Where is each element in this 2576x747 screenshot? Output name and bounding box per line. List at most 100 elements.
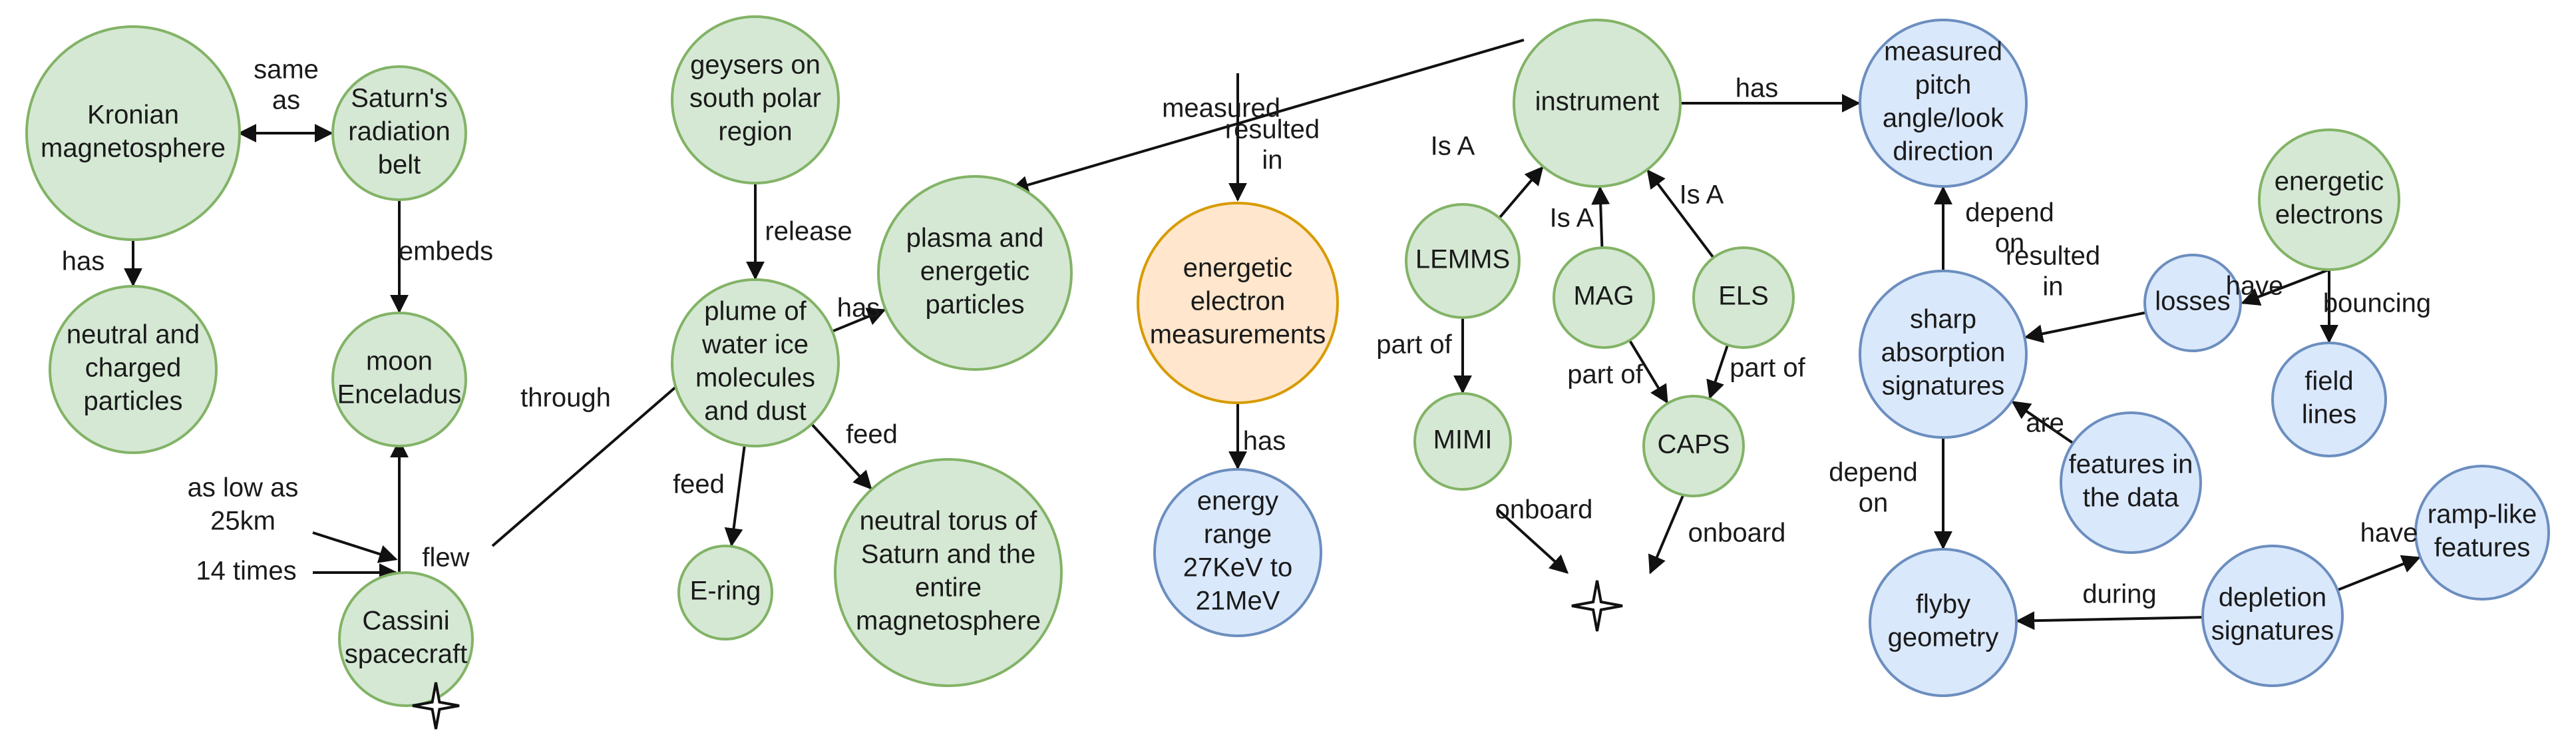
edge-label-line: onboard [1688,519,1786,548]
node-label-line: region [718,117,792,146]
edge-label: onboard [1688,519,1786,548]
annotation-text-line: 14 times [196,557,296,586]
node-lemms: LEMMS [1405,203,1521,319]
edge-label-line: part of [1376,330,1452,360]
node-depletion: depletion signatures [2201,545,2344,687]
node-label-line: MIMI [1433,425,1493,455]
edge-lemms-to-instrument [1498,166,1544,219]
node-label: MIMI [1433,425,1493,455]
edge-depletion-to-ramp [2336,555,2421,592]
node-circle [671,278,840,447]
node-label-line: Enceladus [337,380,462,409]
edge-label-line: bouncing [2323,289,2431,318]
node-label-line: the data [2083,483,2179,513]
node-label-line: particles [926,290,1025,320]
edge-label: has [1736,74,1779,103]
star2-icon [1571,580,1623,632]
node-label-line: geysers on [690,51,821,80]
edge-electrons-to-losses [2241,268,2330,306]
node-label-line: signatures [1882,372,2005,401]
node-label-line: ELS [1718,282,1769,311]
edge-label-line: resulted [1225,115,1320,144]
node-label-line: range [1204,520,1272,549]
node-circle [671,15,840,184]
node-label-line: losses [2155,287,2230,316]
node-circle [1405,203,1521,319]
node-label-line: charged [85,354,182,383]
edge-label-line: embeds [399,237,493,266]
node-label: MAG [1573,282,1634,311]
node-circle [2201,545,2344,687]
node-label-line: plume of [704,297,807,326]
edge-label: has [837,294,880,323]
node-label-line: particles [84,387,183,416]
edge-label-line: as [272,86,300,115]
node-label-line: energetic [2275,167,2384,196]
node-circle [2143,254,2242,352]
node-label-line: energy [1197,487,1278,516]
node-els: ELS [1692,246,1795,349]
node-circle [1413,392,1512,491]
node-label-line: and dust [704,397,806,426]
edge-label-line: depend [1829,458,1917,487]
node-label-line: depletion [2219,583,2326,613]
edge-label-line: have [2226,272,2284,301]
node-label: E-ring [690,577,761,606]
edge-label-line: through [520,383,611,413]
node-label-line: Saturn and the [861,540,1035,569]
edge-cassini-to-plume [491,372,694,547]
edge-depletion-to-flyby [2016,611,2203,630]
edge-label-line: have [2360,519,2418,548]
node-label-line: CAPS [1658,430,1730,459]
node-label: ramp-like features [2428,500,2537,563]
node-instrument: instrument [1513,19,1682,188]
node-label-line: electrons [2275,200,2383,230]
annotation-text: 14 times [196,557,296,586]
node-circle [1692,246,1795,349]
edge-label: Is A [1431,132,1475,161]
node-circle [1153,468,1322,637]
node-label-line: measured [1884,37,2002,67]
node-label-line: south polar [689,84,821,113]
node-mimi: MIMI [1413,392,1512,491]
node-label: losses [2155,287,2230,316]
node-caps: CAPS [1642,395,1745,497]
node-label-line: pitch [1915,71,1972,100]
node-label-line: signatures [2211,617,2334,646]
edge-label: feed [846,420,898,449]
edge-losses-to-sharp [2024,311,2146,344]
node-label-line: water ice [701,330,809,360]
edge-label: part of [1376,330,1452,360]
node-label-line: belt [378,150,421,180]
edge-label: flew [422,543,469,573]
node-label-line: features [2434,533,2531,563]
node-label: energetic electrons [2275,167,2384,230]
edge-label: Is A [1680,180,1724,210]
edge-label-line: depend [1965,198,2054,228]
node-label-line: LEMMS [1415,245,1510,274]
edge-label: have [2360,519,2418,548]
node-label-line: absorption [1881,338,2006,368]
node-label: LEMMS [1415,245,1510,274]
node-circle [1137,202,1339,404]
node-label-line: direction [1893,137,1993,166]
node-geysers: geysers on south polar region [671,15,840,184]
edge-caps-to-star2 [1648,493,1685,575]
node-label-line: ramp-like [2428,500,2537,529]
